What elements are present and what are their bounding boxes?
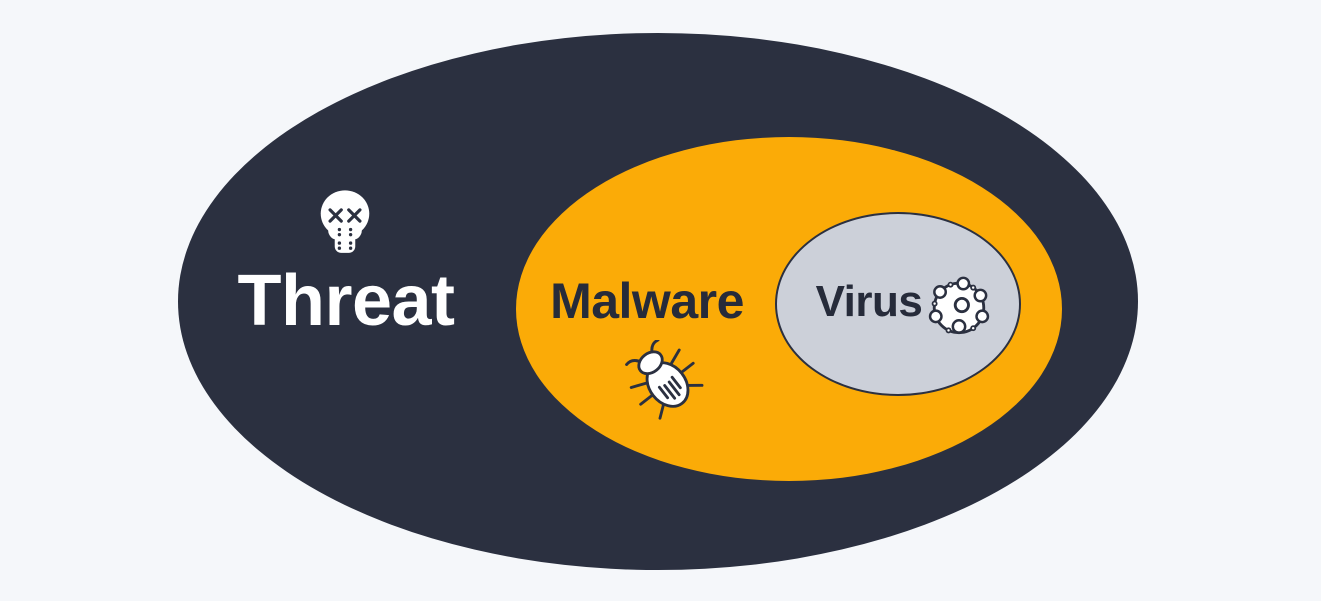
virus-label: Virus (815, 277, 923, 326)
skull-icon (317, 188, 373, 258)
malware-label: Malware (550, 273, 744, 329)
threat-label: Threat (237, 261, 455, 341)
virus-icon (919, 266, 999, 346)
bug-icon (624, 340, 704, 420)
